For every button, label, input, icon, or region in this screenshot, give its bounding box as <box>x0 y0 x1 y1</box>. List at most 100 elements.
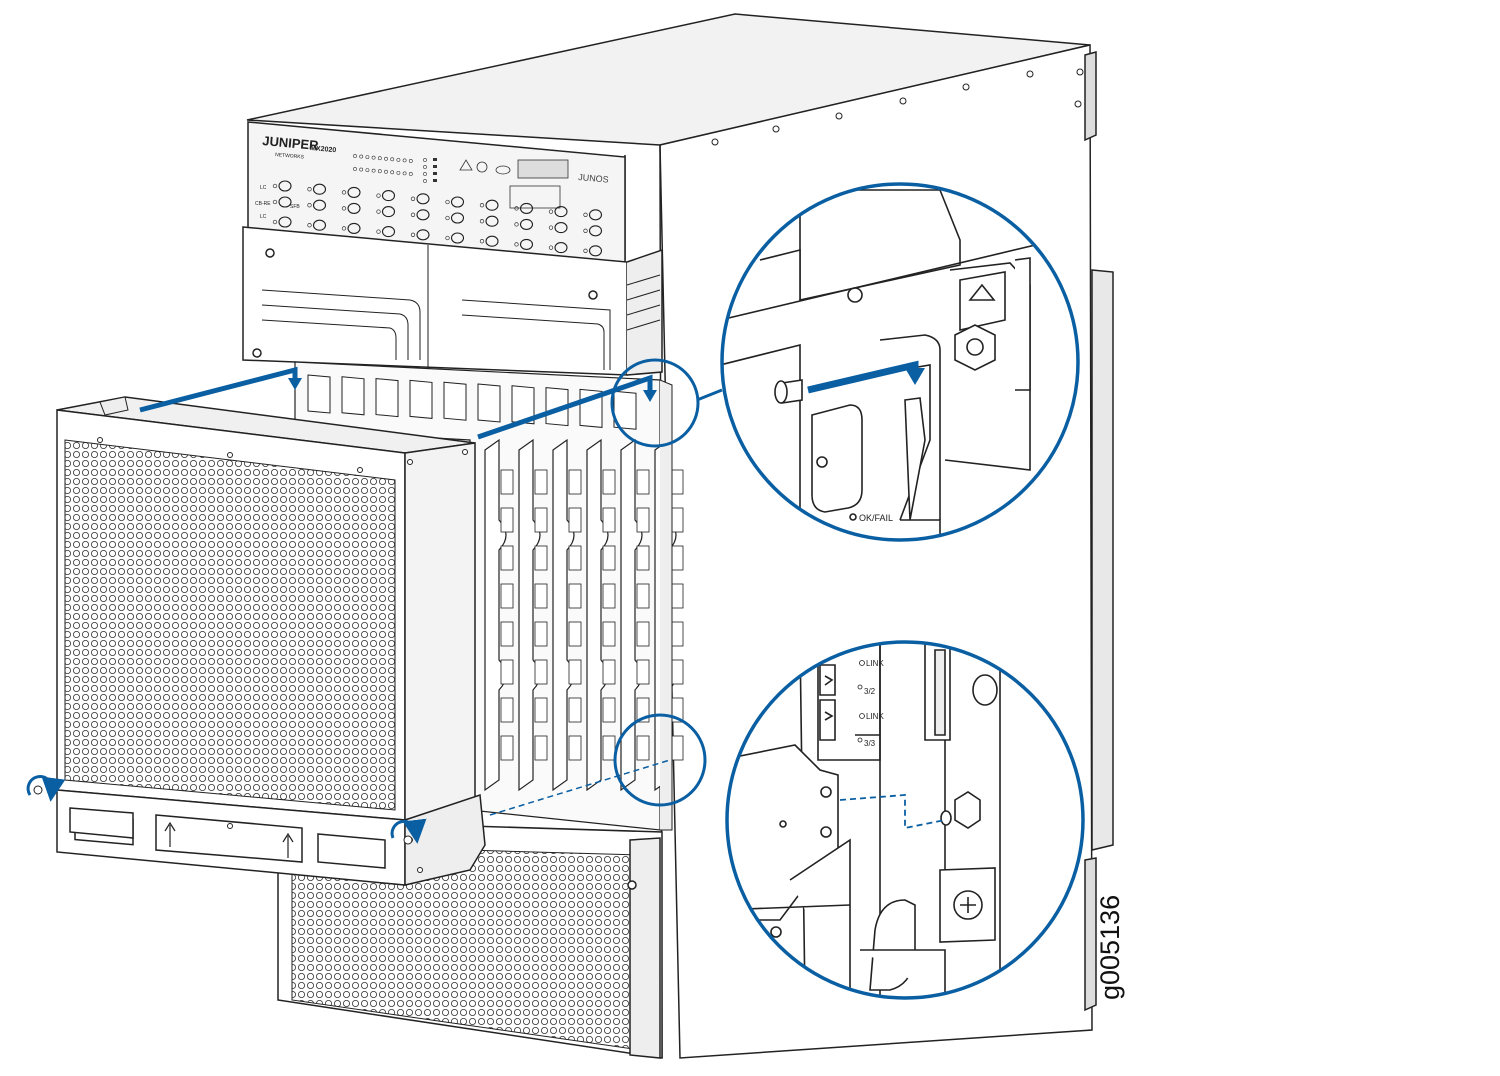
board-led <box>514 206 519 211</box>
board-led <box>548 225 554 230</box>
board-led <box>583 228 588 233</box>
board-button <box>588 225 603 237</box>
board-button <box>519 218 534 230</box>
port-cage <box>636 735 650 761</box>
board-led <box>376 229 381 234</box>
board-led <box>548 209 554 214</box>
board-led <box>445 199 450 205</box>
port-cage <box>636 507 650 533</box>
port-cage <box>602 507 616 533</box>
board-button <box>519 202 534 214</box>
led <box>377 156 382 161</box>
board-led <box>410 196 416 201</box>
led <box>359 154 364 159</box>
os-logo: JUNOS <box>578 172 609 185</box>
board-led <box>583 212 588 217</box>
port-cage <box>500 697 514 723</box>
led <box>402 158 407 163</box>
board-led <box>272 199 278 205</box>
port-cage <box>636 621 650 647</box>
board-led <box>341 226 347 231</box>
board-button <box>312 219 327 231</box>
board-led <box>445 215 450 221</box>
board-led <box>341 206 347 211</box>
rotate-arrow-icon <box>26 775 427 844</box>
port-cage <box>568 583 582 609</box>
board-button <box>450 212 465 224</box>
board-button <box>554 206 568 218</box>
port-cage <box>602 697 616 723</box>
led <box>353 167 357 171</box>
port-label-3-2: 3/2 <box>864 687 876 696</box>
port-cage <box>602 735 616 761</box>
card-ejector <box>443 381 467 421</box>
card-ejector <box>341 376 365 416</box>
led <box>384 169 388 174</box>
slot-rail <box>659 379 673 831</box>
board-button <box>381 206 396 218</box>
led <box>396 157 401 162</box>
led <box>423 158 427 162</box>
upper-cover <box>242 226 663 376</box>
port-cage <box>534 735 548 761</box>
fan-tray-cover <box>33 396 486 886</box>
port-cage <box>670 545 684 571</box>
board-button <box>485 215 499 227</box>
board-button <box>485 199 499 211</box>
board-led <box>376 193 381 198</box>
port-label-link-1: LINK <box>866 659 884 668</box>
port-cage <box>568 735 582 761</box>
led <box>433 158 437 161</box>
sfb-label: SFB <box>290 204 300 210</box>
led <box>365 168 370 173</box>
port-cage <box>500 507 514 533</box>
board-led <box>479 239 485 244</box>
board-button <box>278 196 292 208</box>
port-cage <box>500 659 514 685</box>
led <box>402 171 407 176</box>
board-button <box>554 222 568 234</box>
led <box>390 170 395 175</box>
card-ejector <box>511 385 535 425</box>
up-arrow-icon <box>164 821 294 858</box>
port-cage <box>602 469 616 495</box>
port-cage <box>500 545 514 571</box>
led <box>365 155 370 160</box>
callout-marker-top <box>610 358 700 448</box>
board-led <box>445 235 450 241</box>
model-label: MX2020 <box>310 145 337 154</box>
port-cage <box>534 469 548 495</box>
port-block <box>509 185 561 209</box>
board-button <box>347 186 361 198</box>
board-button <box>588 209 603 221</box>
board-led <box>341 190 347 195</box>
lc-label-1: LC <box>260 185 267 191</box>
port-cage <box>534 545 548 571</box>
board-led <box>307 203 312 208</box>
board-led <box>376 209 381 214</box>
port-cage <box>568 545 582 571</box>
led <box>396 170 401 175</box>
led <box>377 169 382 174</box>
brand-sub: NETWORKS <box>275 152 305 161</box>
port-cage <box>670 659 684 685</box>
insert-arrow-icon <box>139 366 653 440</box>
led <box>390 157 395 162</box>
board-button <box>381 190 396 202</box>
board-button <box>278 180 292 192</box>
port-cage <box>670 621 684 647</box>
port-cage <box>500 735 514 761</box>
board-led <box>272 183 278 189</box>
led <box>433 165 437 168</box>
board-led <box>514 242 519 247</box>
board-led <box>410 212 416 217</box>
port-cage <box>670 735 684 761</box>
led <box>353 154 357 158</box>
board-button <box>312 199 327 211</box>
port-cage <box>636 659 650 685</box>
led <box>371 168 376 173</box>
port-cage <box>534 621 548 647</box>
detail-callout-bottom: LINK 3/2 LINK 3/3 <box>725 640 1085 1000</box>
cbre-label: CB-RE <box>255 201 271 207</box>
